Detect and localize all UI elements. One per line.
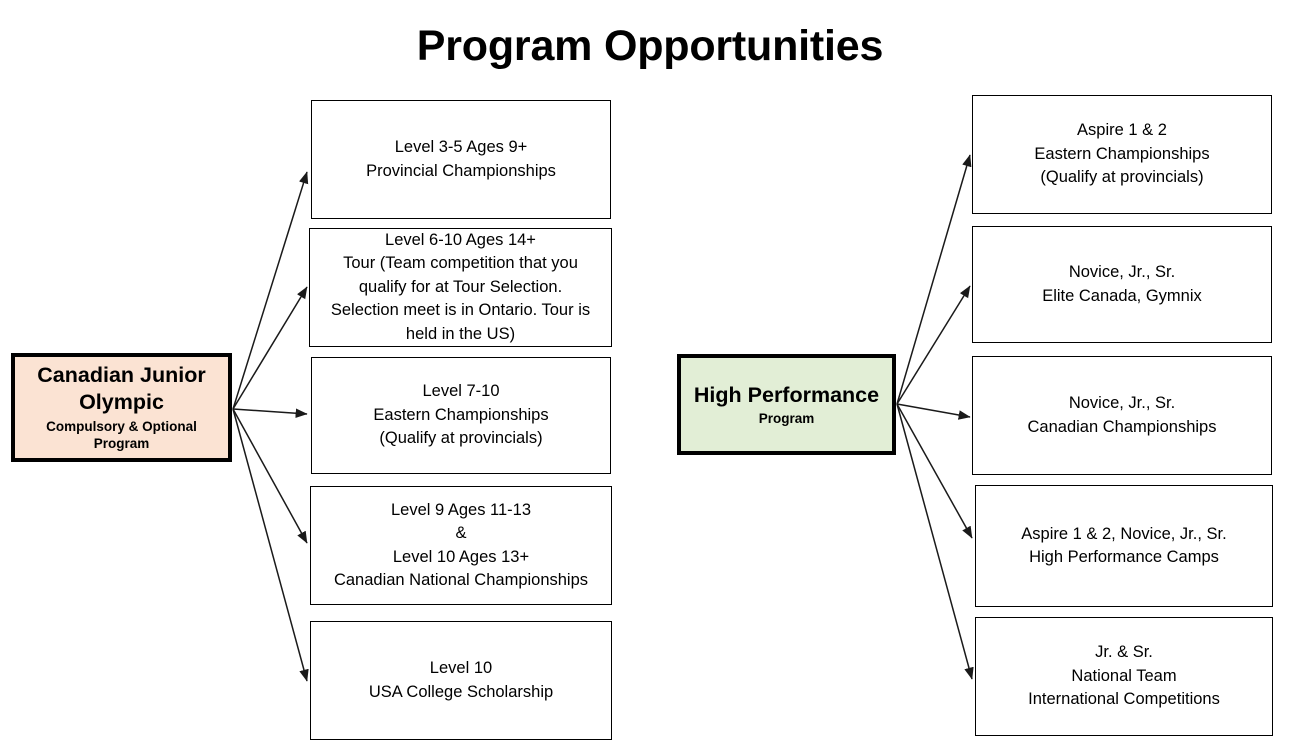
arrow-left-3 (232, 408, 308, 419)
page-title: Program Opportunities (416, 22, 884, 70)
source-box-high-performance[interactable]: High Performance Program (677, 354, 896, 455)
arrow-right-3 (896, 403, 971, 420)
arrow-left-5 (232, 408, 309, 682)
left-box-level-7-10-eastern[interactable]: Level 7-10 Eastern Championships (Qualif… (311, 357, 611, 474)
left-box-level-9-10-nationals[interactable]: Level 9 Ages 11-13 & Level 10 Ages 13+ C… (310, 486, 612, 605)
arrow-left-2 (232, 286, 308, 410)
source-title-hp: High Performance (693, 382, 880, 407)
left-box-level-6-10-tour[interactable]: Level 6-10 Ages 14+ Tour (Team competiti… (309, 228, 612, 347)
right-box-aspire-eastern[interactable]: Aspire 1 & 2 Eastern Championships (Qual… (972, 95, 1272, 214)
arrow-left-1 (232, 171, 309, 410)
arrow-right-5 (896, 403, 974, 680)
source-title-cjo: Canadian Junior Olympic (37, 363, 206, 415)
arrow-right-2 (896, 285, 971, 405)
left-box-level-10-scholarship[interactable]: Level 10 USA College Scholarship (310, 621, 612, 740)
right-box-national-team-international[interactable]: Jr. & Sr. National Team International Co… (975, 617, 1273, 736)
right-box-canadian-championships[interactable]: Novice, Jr., Sr. Canadian Championships (972, 356, 1272, 475)
source-box-canadian-junior-olympic[interactable]: Canadian Junior Olympic Compulsory & Opt… (11, 353, 232, 462)
arrow-left-4 (232, 408, 308, 544)
source-subtitle-hp: Program (758, 410, 815, 426)
source-subtitle-cjo: Compulsory & Optional Program (46, 418, 197, 452)
arrow-right-4 (896, 403, 973, 539)
left-box-level-3-5[interactable]: Level 3-5 Ages 9+ Provincial Championshi… (311, 100, 611, 219)
arrow-right-1 (896, 154, 972, 405)
right-box-elite-canada-gymnix[interactable]: Novice, Jr., Sr. Elite Canada, Gymnix (972, 226, 1272, 343)
right-box-high-performance-camps[interactable]: Aspire 1 & 2, Novice, Jr., Sr. High Perf… (975, 485, 1273, 607)
